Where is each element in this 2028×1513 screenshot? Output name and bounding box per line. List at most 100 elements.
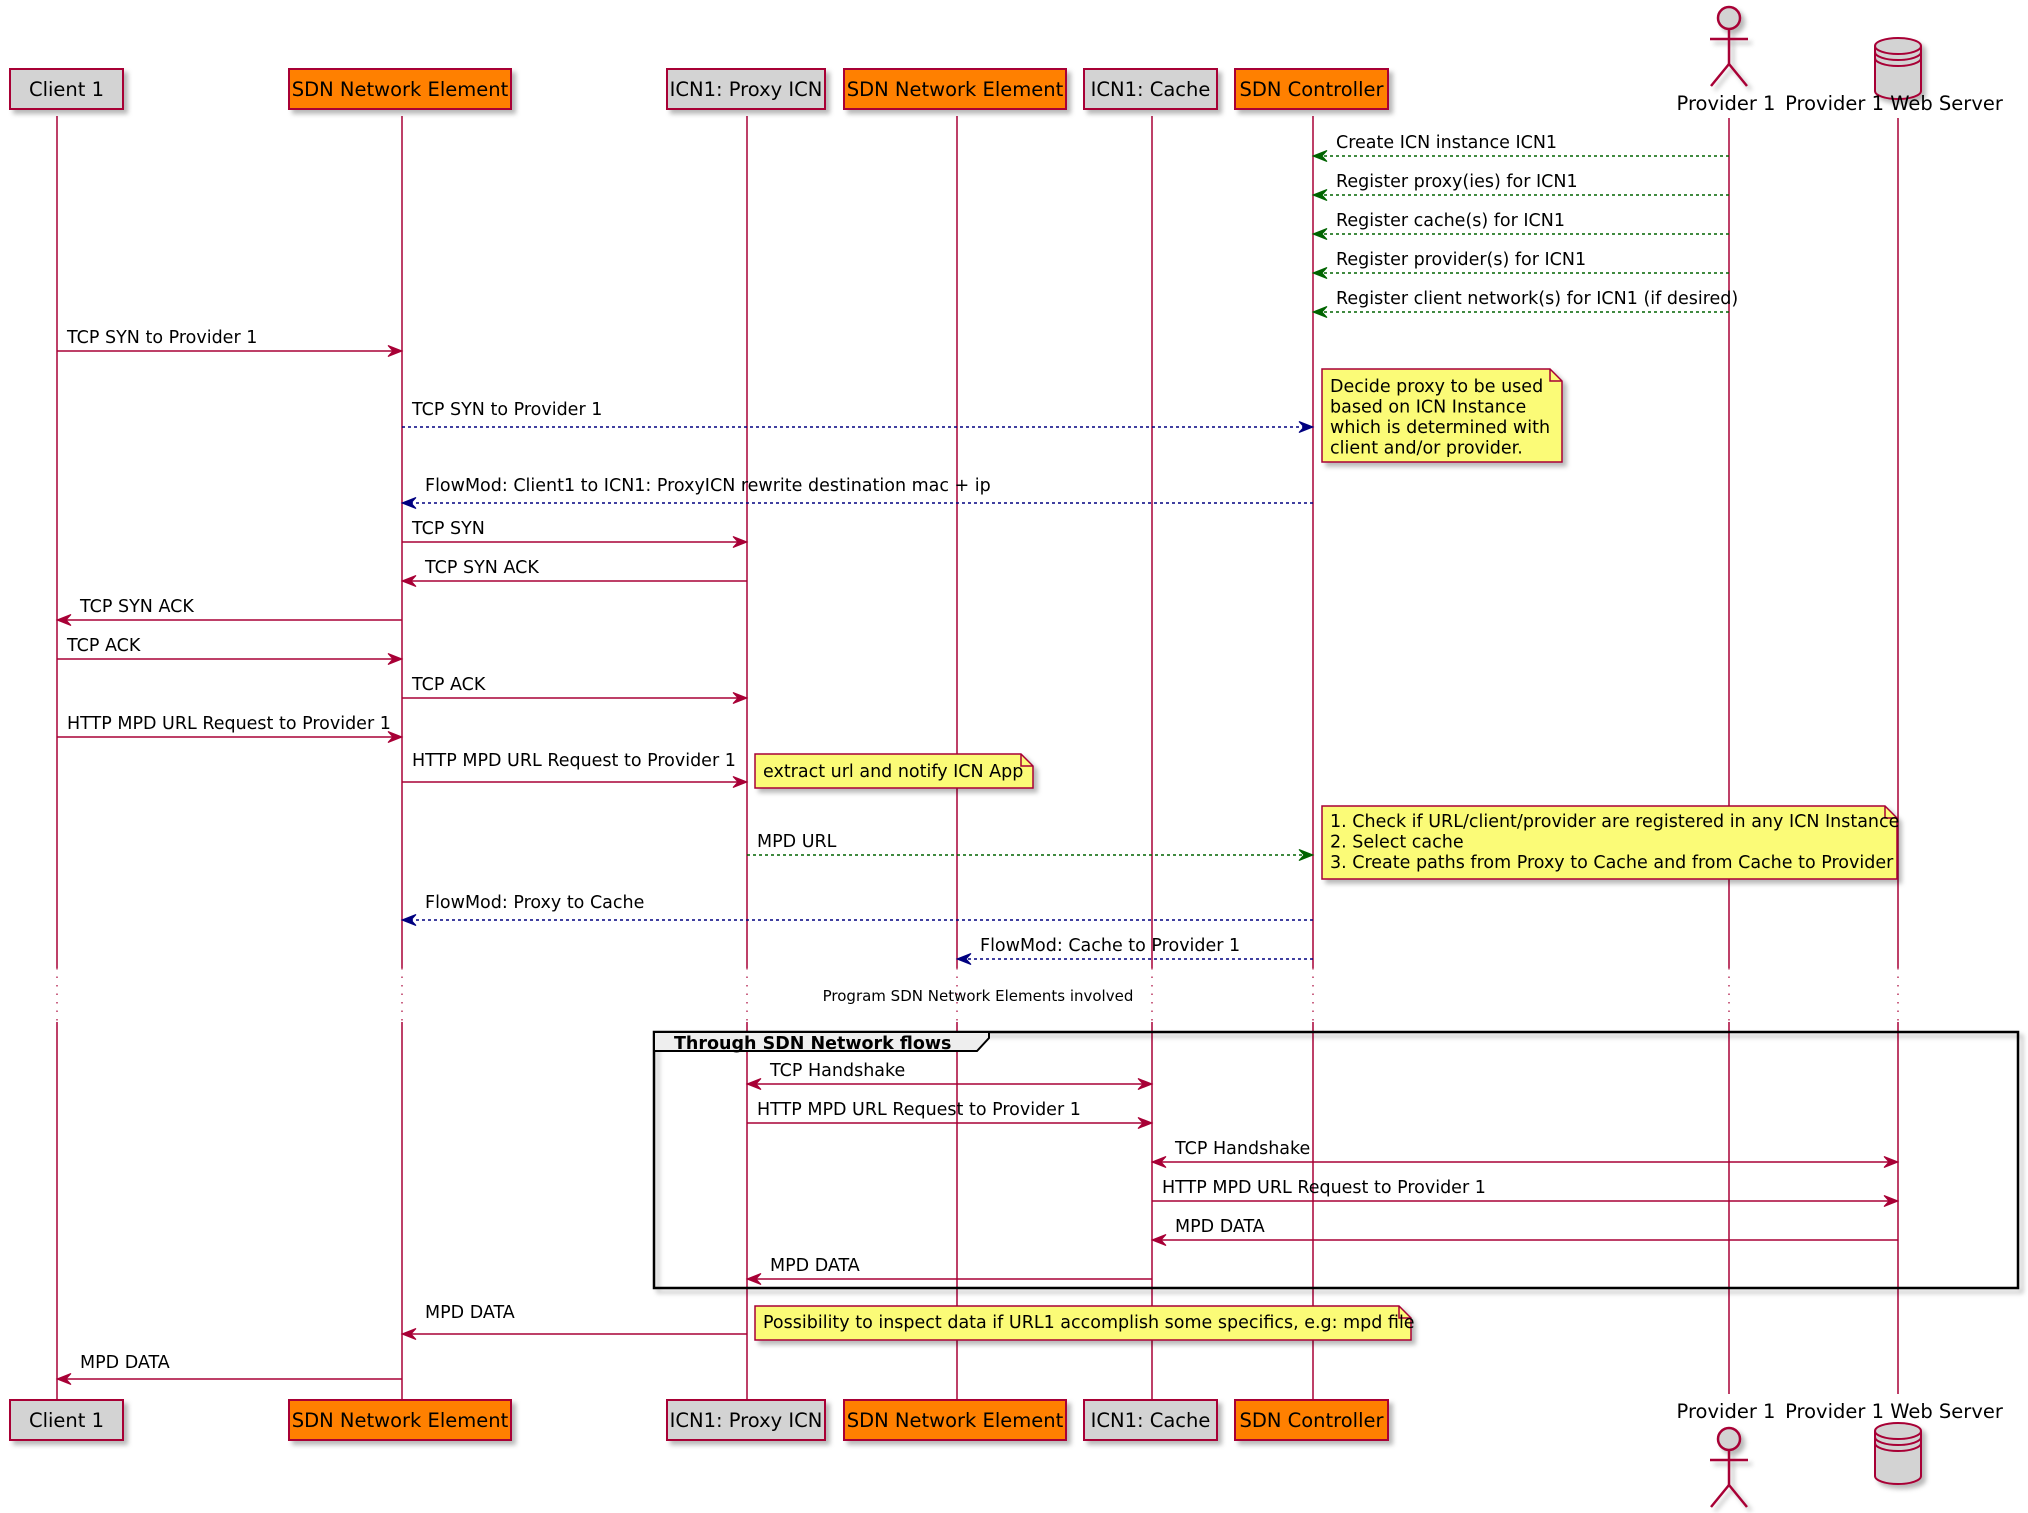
participant-box (1234, 1399, 1389, 1441)
arrow-head (732, 536, 749, 548)
arrow-head (400, 575, 417, 587)
participant-label: ICN1: Cache (1091, 1409, 1211, 1432)
participant-ctrl-bottom: SDN Controller (1234, 1399, 1389, 1441)
note-line: 1. Check if URL/client/provider are regi… (1330, 812, 1899, 832)
participant-prov1-bottom: Provider 1 (1677, 1400, 1776, 1508)
message-label: FlowMod: Cache to Provider 1 (980, 936, 1240, 956)
message-label: FlowMod: Proxy to Cache (425, 893, 644, 913)
message-label: TCP Handshake (769, 1061, 905, 1081)
participant-sdn1-bottom: SDN Network Element (288, 1399, 512, 1441)
note-3: 1. Check if URL/client/provider are regi… (1321, 805, 1899, 880)
note-line: 2. Select cache (1330, 833, 1464, 853)
message-4: Register provider(s) for ICN1 (1311, 250, 1729, 279)
participant-box (288, 1399, 512, 1441)
message-2: Register proxy(ies) for ICN1 (1311, 172, 1729, 201)
participant-proxy-top: ICN1: Proxy ICN (666, 68, 826, 110)
participant-label: Provider 1 Web Server (1785, 1400, 2004, 1423)
note-line: client and/or provider. (1330, 439, 1523, 459)
arrow-head (1883, 1195, 1900, 1207)
message-24: MPD DATA (745, 1256, 1152, 1285)
message-label: MPD DATA (1175, 1217, 1265, 1237)
participant-sdn1-top: SDN Network Element (288, 68, 512, 110)
note-fold (1398, 1306, 1411, 1319)
participant-box (1083, 1399, 1218, 1441)
participant-box (9, 1399, 124, 1441)
participant-web-bottom: Provider 1 Web Server (1785, 1400, 2004, 1485)
arrow-head (732, 692, 749, 704)
note-box (754, 1305, 1412, 1341)
arrow-head (1311, 150, 1328, 162)
message-label: TCP Handshake (1174, 1139, 1310, 1159)
participant-box (1234, 68, 1389, 110)
arrow-head (955, 953, 972, 965)
message-label: Register cache(s) for ICN1 (1336, 211, 1565, 231)
participant-cache-bottom: ICN1: Cache (1083, 1399, 1218, 1441)
message-23: MPD DATA (1150, 1217, 1898, 1246)
participant-label: SDN Network Element (292, 1409, 509, 1432)
participant-sdn2-bottom: SDN Network Element (843, 1399, 1067, 1441)
divider-label: Program SDN Network Elements involved (823, 987, 1134, 1005)
message-label: HTTP MPD URL Request to Provider 1 (67, 714, 391, 734)
message-label: HTTP MPD URL Request to Provider 1 (412, 751, 736, 771)
message-label: TCP SYN to Provider 1 (66, 328, 257, 348)
participant-proxy-bottom: ICN1: Proxy ICN (666, 1399, 826, 1441)
message-16: MPD URL (747, 832, 1315, 861)
participant-client1-top: Client 1 (9, 68, 124, 110)
message-13: TCP ACK (402, 675, 749, 704)
message-label: TCP ACK (66, 636, 141, 656)
message-label: HTTP MPD URL Request to Provider 1 (1162, 1178, 1486, 1198)
message-label: TCP ACK (411, 675, 486, 695)
message-label: TCP SYN ACK (424, 558, 539, 578)
participant-label: SDN Controller (1239, 78, 1384, 101)
message-22: HTTP MPD URL Request to Provider 1 (1152, 1178, 1900, 1207)
arrow-head (732, 776, 749, 788)
message-12: TCP ACK (57, 636, 404, 665)
arrow-head (1137, 1117, 1154, 1129)
participant-label: ICN1: Cache (1091, 78, 1211, 101)
message-8: FlowMod: Client1 to ICN1: ProxyICN rewri… (400, 476, 1313, 509)
participant-label: SDN Network Element (847, 78, 1064, 101)
note-4: Possibility to inspect data if URL1 acco… (754, 1305, 1415, 1341)
participant-prov1-top: Provider 1 (1677, 5, 1776, 115)
participant-label: Provider 1 (1677, 1400, 1776, 1423)
participant-label: Provider 1 Web Server (1785, 92, 2004, 115)
arrow-head (400, 1328, 417, 1340)
participant-box (666, 68, 826, 110)
participant-label: Client 1 (29, 78, 104, 101)
message-label: MPD DATA (80, 1353, 170, 1373)
arrow-head (55, 1373, 72, 1385)
participant-client1-bottom: Client 1 (9, 1399, 124, 1441)
group-frame (652, 1030, 2020, 1290)
arrow-head (55, 614, 72, 626)
note-box (1321, 368, 1563, 463)
participant-label: SDN Network Element (292, 78, 509, 101)
participant-label: Provider 1 (1677, 92, 1776, 115)
note-fold (1884, 806, 1897, 819)
participant-label: Client 1 (29, 1409, 104, 1432)
note-line: which is determined with (1330, 418, 1550, 438)
message-label: HTTP MPD URL Request to Provider 1 (757, 1100, 1081, 1120)
arrow-head (1150, 1156, 1167, 1168)
arrow-head (400, 497, 417, 509)
actor-icon (1710, 1426, 1748, 1508)
participant-box (843, 68, 1067, 110)
message-7: TCP SYN to Provider 1 (402, 400, 1315, 433)
arrow-head (1137, 1078, 1154, 1090)
participant-label: SDN Network Element (847, 1409, 1064, 1432)
message-label: MPD DATA (770, 1256, 860, 1276)
arrow-head (745, 1078, 762, 1090)
participant-ctrl-top: SDN Controller (1234, 68, 1389, 110)
message-26: MPD DATA (55, 1353, 402, 1385)
message-1: Create ICN instance ICN1 (1311, 133, 1729, 162)
message-label: Register provider(s) for ICN1 (1336, 250, 1586, 270)
participant-label: SDN Controller (1239, 1409, 1384, 1432)
message-21: TCP Handshake (1150, 1139, 1900, 1168)
message-label: MPD URL (757, 832, 837, 852)
note-box (1321, 805, 1898, 880)
group-title-tab (653, 1031, 990, 1052)
participant-web-top: Provider 1 Web Server (1785, 37, 2004, 115)
message-label: TCP SYN to Provider 1 (411, 400, 602, 420)
note-fold (1020, 754, 1033, 767)
arrow-head (1298, 849, 1315, 861)
